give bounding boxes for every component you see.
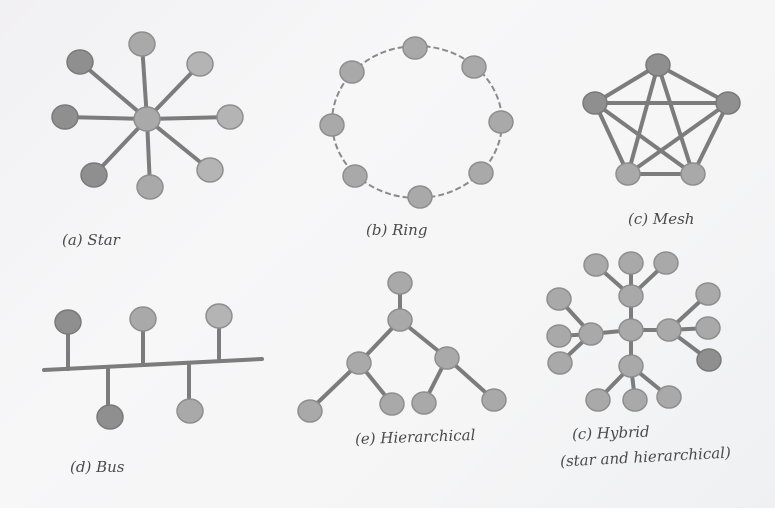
mesh-caption: (c) Mesh xyxy=(628,210,695,228)
ring-node xyxy=(342,164,368,188)
hierarchical-leaf-node xyxy=(297,399,323,423)
hybrid-leaf-node xyxy=(622,388,648,412)
bus-topology xyxy=(42,303,264,430)
star-hub-node xyxy=(133,106,161,132)
bus-node xyxy=(129,306,157,332)
star-node xyxy=(128,31,156,57)
hybrid-leaf-node xyxy=(656,385,682,409)
bus-node xyxy=(54,309,82,335)
star-node xyxy=(216,104,244,130)
star-node xyxy=(196,157,224,183)
hierarchical-links xyxy=(308,281,496,412)
hybrid-subhub-node xyxy=(618,354,644,378)
hybrid-leaf-node xyxy=(546,324,572,348)
bus-node xyxy=(176,398,204,424)
star-node xyxy=(80,162,108,188)
ring-caption: (b) Ring xyxy=(366,221,428,239)
hybrid-leaf-node xyxy=(547,351,573,375)
hierarchical-leaf-node xyxy=(379,392,405,416)
hybrid-subhub-node xyxy=(578,322,604,346)
hybrid-subhub-node xyxy=(618,284,644,308)
hybrid-hub-node xyxy=(618,318,644,342)
hybrid-leaf-node xyxy=(585,388,611,412)
bus-node xyxy=(205,303,233,329)
mesh-node xyxy=(582,91,608,115)
ring-node xyxy=(319,113,345,137)
ring-node xyxy=(488,110,514,134)
star-caption: (a) Star xyxy=(62,231,120,249)
mesh-node xyxy=(615,162,641,186)
hybrid-topology xyxy=(546,251,722,412)
hybrid-leaf-node xyxy=(618,251,644,275)
ring-node xyxy=(402,36,428,60)
hybrid-leaf-node xyxy=(696,348,722,372)
mesh-links xyxy=(593,63,730,176)
ring-node xyxy=(468,161,494,185)
ring-topology xyxy=(319,36,514,209)
star-node xyxy=(136,174,164,200)
hierarchical-root-node xyxy=(387,271,413,295)
hybrid-leaf-node xyxy=(546,287,572,311)
hierarchical-node xyxy=(434,346,460,370)
bus-backbone xyxy=(42,357,264,372)
hybrid-leaf-node xyxy=(695,316,721,340)
hierarchical-topology xyxy=(297,271,507,423)
mesh-node xyxy=(645,53,671,77)
star-node xyxy=(186,51,214,77)
bus-node xyxy=(96,404,124,430)
hierarchical-node xyxy=(346,351,372,375)
mesh-node xyxy=(680,162,706,186)
star-node xyxy=(66,49,94,75)
hybrid-leaf-node xyxy=(695,282,721,306)
hybrid-subhub-node xyxy=(656,318,682,342)
bus-caption: (d) Bus xyxy=(70,458,125,476)
ring-node xyxy=(407,185,433,209)
page-margin xyxy=(0,508,775,527)
hierarchical-leaf-node xyxy=(481,388,507,412)
hybrid-leaf-node xyxy=(653,251,679,275)
mesh-topology xyxy=(582,53,741,186)
hierarchical-node xyxy=(387,308,413,332)
star-topology xyxy=(51,31,244,200)
star-node xyxy=(51,104,79,130)
hybrid-caption: (c) Hybrid xyxy=(571,422,650,444)
ring-node xyxy=(339,60,365,84)
mesh-node xyxy=(715,91,741,115)
ring-node xyxy=(461,55,487,79)
hierarchical-leaf-node xyxy=(411,391,437,415)
hybrid-leaf-node xyxy=(583,253,609,277)
